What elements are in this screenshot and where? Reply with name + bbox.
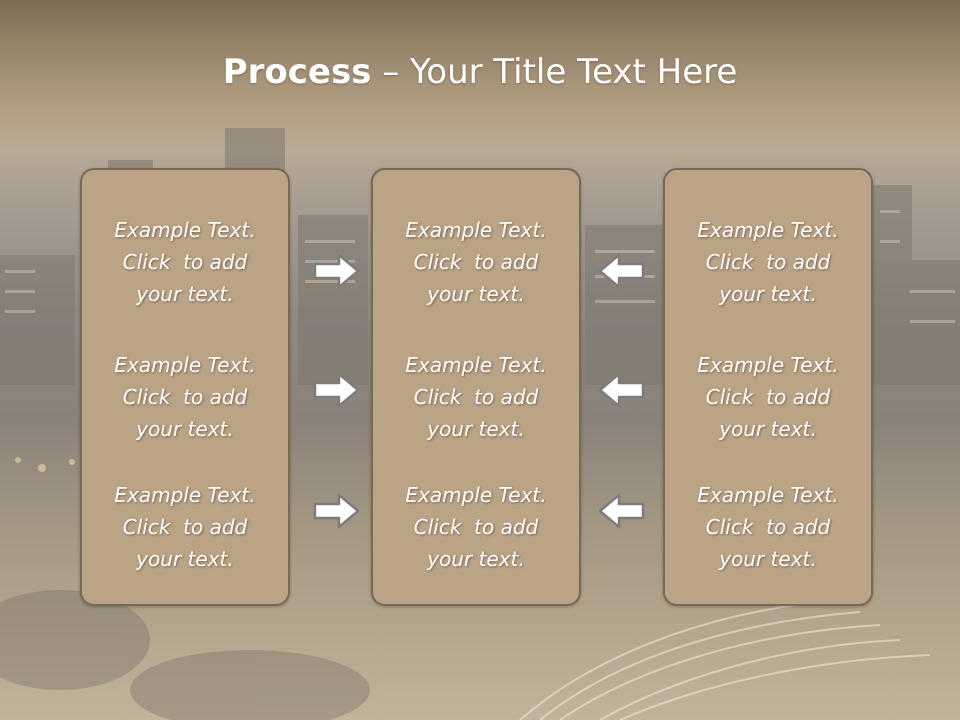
text-line: Example Text.: [405, 218, 547, 242]
text-line: your text.: [136, 282, 234, 306]
text-line: Click to add: [122, 250, 248, 274]
arrow-right-icon: [313, 372, 360, 408]
text-line: Click to add: [705, 515, 831, 539]
text-line: Click to add: [122, 385, 248, 409]
text-line: your text.: [136, 547, 234, 571]
text-block[interactable]: Example Text. Click to add your text.: [82, 479, 288, 575]
text-block[interactable]: Example Text. Click to add your text.: [665, 349, 871, 445]
arrow-right-icon: [313, 493, 360, 529]
arrow-left-icon: [598, 493, 645, 529]
text-line: Click to add: [705, 250, 831, 274]
text-line: Click to add: [413, 250, 539, 274]
text-block[interactable]: Example Text. Click to add your text.: [373, 214, 579, 310]
arrow-left-icon: [598, 253, 645, 289]
text-line: Example Text.: [697, 483, 839, 507]
text-block[interactable]: Example Text. Click to add your text.: [82, 214, 288, 310]
text-block[interactable]: Example Text. Click to add your text.: [373, 479, 579, 575]
title-rest: – Your Title Text Here: [371, 52, 738, 92]
text-line: Example Text.: [697, 353, 839, 377]
text-line: your text.: [719, 547, 817, 571]
text-block[interactable]: Example Text. Click to add your text.: [665, 479, 871, 575]
text-line: your text.: [136, 417, 234, 441]
text-block[interactable]: Example Text. Click to add your text.: [665, 214, 871, 310]
arrow-right-icon: [313, 253, 360, 289]
text-line: Example Text.: [405, 483, 547, 507]
slide-title[interactable]: Process – Your Title Text Here: [0, 52, 960, 92]
text-line: Click to add: [705, 385, 831, 409]
text-line: Click to add: [413, 515, 539, 539]
text-block[interactable]: Example Text. Click to add your text.: [373, 349, 579, 445]
text-line: your text.: [719, 417, 817, 441]
text-line: Example Text.: [114, 218, 256, 242]
text-line: your text.: [427, 547, 525, 571]
text-line: Example Text.: [114, 483, 256, 507]
text-line: your text.: [427, 282, 525, 306]
title-bold: Process: [222, 52, 372, 92]
process-panel-right[interactable]: Example Text. Click to add your text. Ex…: [663, 168, 873, 606]
process-panel-left[interactable]: Example Text. Click to add your text. Ex…: [80, 168, 290, 606]
text-line: your text.: [427, 417, 525, 441]
text-line: Example Text.: [405, 353, 547, 377]
text-line: your text.: [719, 282, 817, 306]
text-block[interactable]: Example Text. Click to add your text.: [82, 349, 288, 445]
text-line: Example Text.: [697, 218, 839, 242]
text-line: Click to add: [122, 515, 248, 539]
process-panel-center[interactable]: Example Text. Click to add your text. Ex…: [371, 168, 581, 606]
arrow-left-icon: [598, 372, 645, 408]
text-line: Click to add: [413, 385, 539, 409]
text-line: Example Text.: [114, 353, 256, 377]
